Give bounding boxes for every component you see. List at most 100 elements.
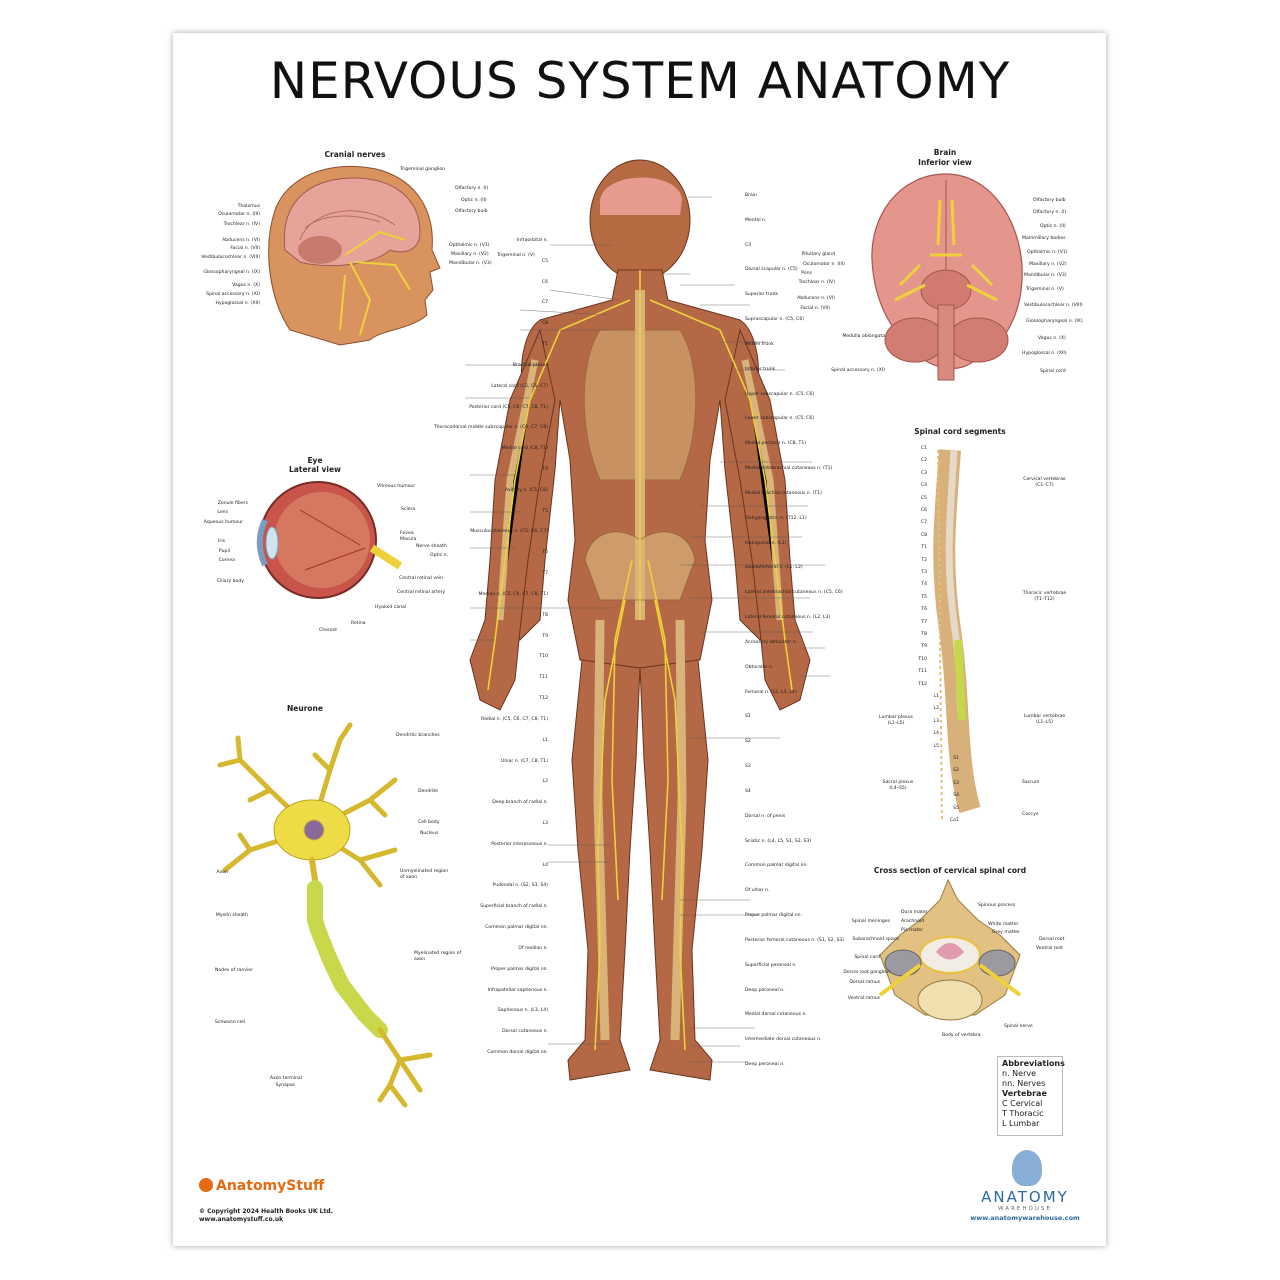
copyright-block: © Copyright 2024 Health Books UK Ltd. ww… — [199, 1208, 333, 1224]
body-nerve-label: C6 — [541, 279, 548, 285]
body-nerve-label: Ulnar n. (C7, C8, T1) — [501, 758, 548, 764]
cross-label: Grey matter — [992, 930, 1020, 935]
body-nerve-label: Femoral n. (L2, L3, L4) — [745, 689, 797, 695]
cranial-panel-title: Cranial nerves — [324, 150, 386, 159]
vertebrae-item: L Lumbar — [1002, 1119, 1040, 1128]
body-nerve-label: Lower subscapular n. (C5, C6) — [745, 416, 815, 422]
body-nerve-label: Medial cord (C8, T1) — [501, 446, 548, 452]
body-nerve-label: Suprascapular n. (C5, C6) — [745, 317, 805, 323]
body-nerve-label: S4 — [745, 788, 751, 794]
eye-label: Choroid — [319, 628, 337, 633]
spine-segment-label: T11 — [918, 669, 927, 675]
eye-label: Lens — [217, 510, 228, 515]
body-nerve-label: C4 — [745, 242, 752, 248]
eye-label: Hyaloid canal — [375, 605, 407, 610]
body-nerve-label: Median n. (C5, C6, C7, C8, T1) — [478, 591, 548, 597]
cross-label: Dura mater — [901, 910, 928, 915]
spine-segment-label: T10 — [918, 656, 927, 662]
brain-label: Facial n. (VII) — [800, 306, 830, 311]
body-nerve-label: Pudendal n. (S2, S3, S4) — [492, 883, 549, 889]
cross-section-illustration — [878, 878, 1022, 1021]
body-nerve-label: S1 — [745, 714, 751, 720]
cross-label: Spinous process — [978, 903, 1016, 908]
poster-title: NERVOUS SYSTEM ANATOMY — [269, 52, 1011, 110]
aw-sub: WAREHOUSE — [998, 1206, 1052, 1212]
body-nerve-label: Ilioinguinal n. (L1) — [745, 540, 787, 546]
spine-segment-label: T6 — [921, 607, 927, 613]
spine-segment-label: S5 — [953, 805, 959, 811]
copyright-text: © Copyright 2024 Health Books UK Ltd. — [199, 1208, 333, 1215]
body-nerve-label: T12 — [539, 696, 548, 702]
neurone-label: Cell body — [418, 820, 440, 825]
cross-label: Subarachnoid space — [852, 937, 899, 942]
eye-label: Fovea — [400, 531, 414, 536]
eye-label: Central retinal artery — [397, 590, 446, 595]
cross-label: Arachnoid — [901, 919, 925, 924]
cranial-label: Trochlear n. (IV) — [223, 222, 260, 227]
cranial-label: Facial n. (VII) — [230, 246, 260, 251]
cross-panel-title: Cross section of cervical spinal cord — [873, 866, 1027, 875]
brain-label: Olfactory n. (I) — [1033, 210, 1067, 215]
neurone-label: Nucleus — [420, 831, 439, 836]
cross-label: Spinal cord — [854, 955, 880, 960]
spine-segment-label: S3 — [953, 780, 959, 786]
eye-label: Nerve sheath — [416, 544, 447, 549]
eye-label: Sclera — [401, 507, 416, 512]
cross-label: Body of vertebra — [942, 1033, 981, 1038]
cranial-label: Opthalmic n. (V1) — [449, 243, 490, 248]
abbreviations-title: Abbreviations — [1002, 1059, 1065, 1068]
body-nerve-label: T11 — [539, 675, 548, 681]
cranial-label: Vagus n. (X) — [232, 283, 260, 288]
body-nerve-label: Radial n. (C5, C6, C7, C8, T1) — [481, 716, 548, 722]
spine-segment-label: T8 — [921, 632, 927, 637]
body-nerve-label: T7 — [542, 571, 548, 577]
neurone-label: Axon terminal — [269, 1076, 302, 1081]
spine-region-label: Lumbar vertebrae (L1–L5) — [1023, 714, 1066, 725]
cranial-label: Glossopharyngeal n. (IX) — [203, 270, 260, 275]
spine-segment-label: L3 — [933, 718, 939, 724]
spine-region-label: Coccyx — [1022, 812, 1039, 817]
cranial-label: Hypoglossal n. (XII) — [215, 301, 260, 306]
cross-label: Ventral ramus — [847, 996, 880, 1001]
neurone-label: Synapse — [275, 1083, 296, 1088]
body-nerve-label: T5 — [542, 508, 548, 514]
body-nerve-label: Brachial plexus — [512, 362, 548, 368]
spine-segment-label: C3 — [920, 470, 927, 476]
spine-segment-label: S4 — [953, 793, 959, 799]
spine-segment-label: T7 — [921, 619, 927, 625]
body-nerve-label: Posterior femoral cutaneous n. (S1, S2, … — [745, 937, 845, 943]
body-nerve-label: Lateral femoral cutaneous n. (L2, L3) — [745, 615, 831, 621]
body-nerve-label: Proper palmar digital nn. — [745, 913, 803, 919]
eye-illustration — [256, 481, 403, 599]
head-illustration — [268, 165, 441, 346]
spine-plexus-label: Sacral plexus (L4–S5) — [882, 780, 914, 791]
body-nerve-label: Lateral cord (C5, C6, C7) — [491, 383, 548, 389]
body-nerve-label: T9 — [542, 633, 548, 639]
body-nerve-label: Medial pectoral n. (C8, T1) — [745, 441, 807, 447]
brain-label: Pons — [801, 271, 812, 276]
eye-label: Ciliary body — [216, 579, 244, 584]
body-nerve-label: Deep branch of radial n. — [492, 800, 548, 806]
spine-segment-label: T5 — [921, 594, 927, 600]
body-nerve-label: Deep peroneal n. — [745, 1062, 785, 1067]
spine-region-label: Cervical vertebrae (C1–C7) — [1023, 477, 1066, 488]
anatomy-warehouse-head-icon — [1012, 1150, 1042, 1186]
body-nerve-label: Common palmar digital nn. — [485, 925, 548, 931]
cross-label: Dorsal ramus — [849, 980, 880, 985]
body-nerve-label: Superior trunk — [745, 292, 779, 298]
brain-label: Medulla oblongata — [842, 334, 885, 339]
vertebrae-title: Vertebrae — [1002, 1089, 1047, 1098]
eye-panel-title: Eye — [307, 456, 323, 465]
body-nerve-label: Thoracodorsal middle subscapular n. (C6,… — [433, 425, 548, 431]
spine-segment-label: L2 — [933, 706, 939, 712]
eye-label: Vitreous humour — [377, 484, 416, 489]
cranial-label: Vestibulocochlear n. (VIII) — [201, 255, 260, 260]
eye-label: Iris — [218, 539, 225, 544]
body-nerve-label: Posterior cord (C5, C6, C7, C8, T1) — [469, 404, 548, 410]
eye-label: Macula — [400, 537, 417, 542]
brain-label: Mandibular n. (V3) — [1024, 273, 1067, 278]
body-nerve-label: Accessory obturator n. — [745, 639, 798, 645]
brain-label: Vestibulocochlear n. (VIII) — [1024, 303, 1083, 308]
spine-region-label: Sacrum — [1022, 780, 1040, 785]
spine-segment-label: C4 — [920, 483, 927, 489]
